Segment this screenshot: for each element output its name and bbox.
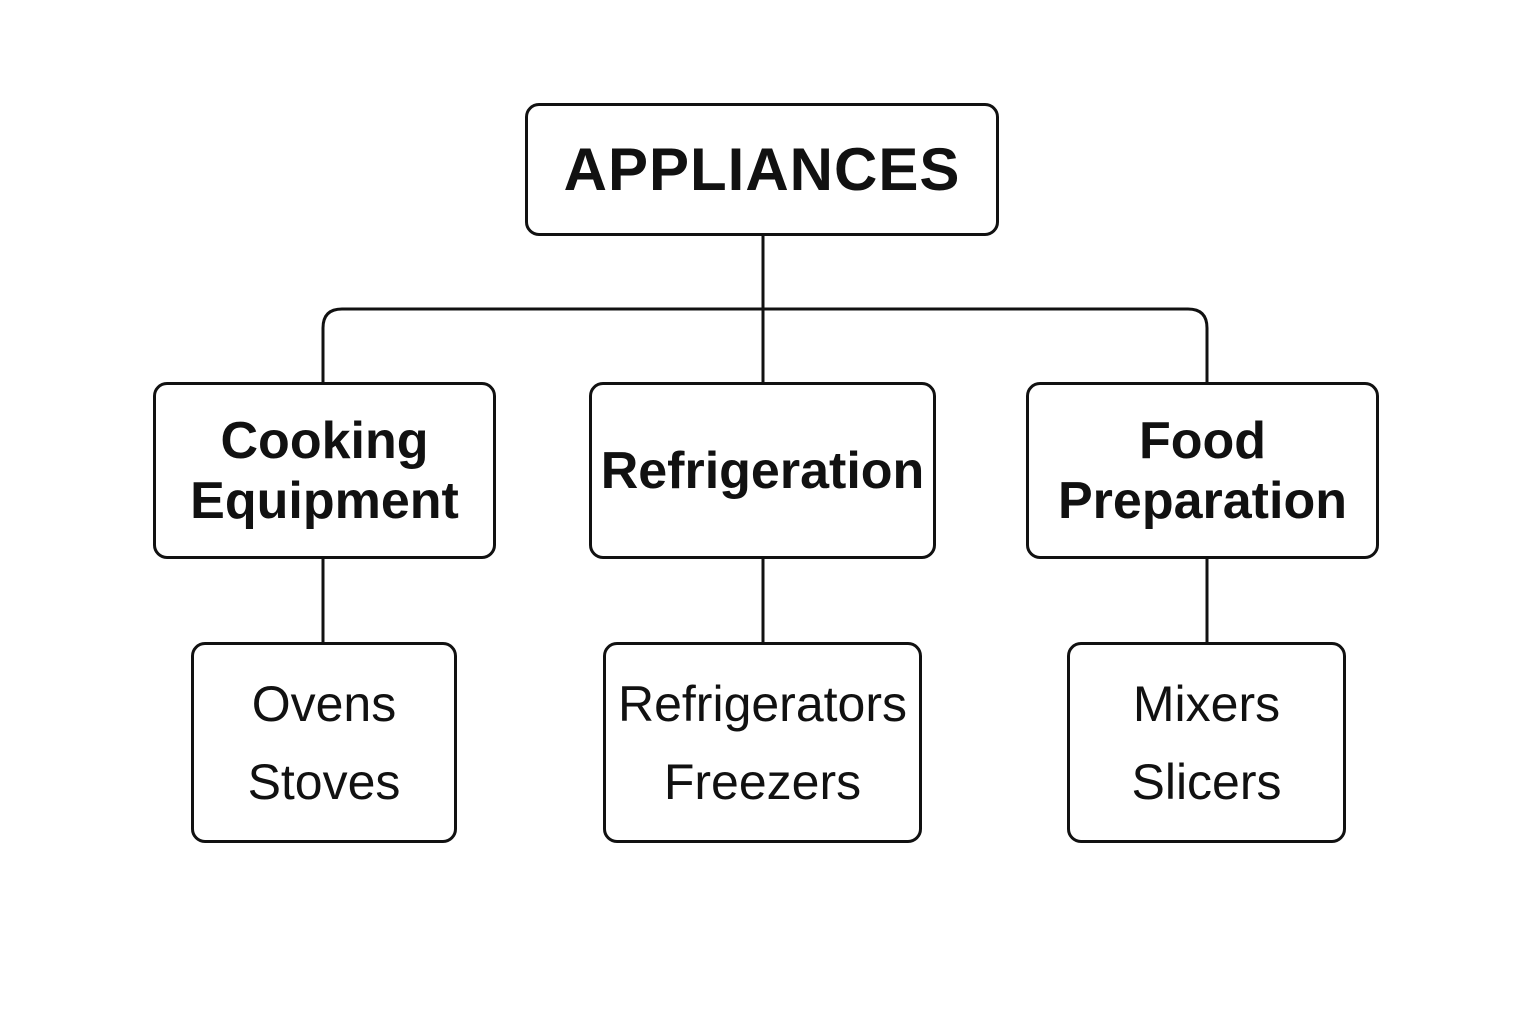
items-node-cooking-equipment: Ovens Stoves — [191, 642, 457, 843]
category-title-line: Food — [1138, 411, 1267, 470]
category-title-line: Refrigeration — [600, 441, 925, 500]
item-label: Freezers — [663, 753, 862, 810]
item-label: Slicers — [1131, 753, 1282, 810]
item-label: Stoves — [247, 753, 401, 810]
connector-horizontal-bar — [321, 307, 1209, 384]
category-node-refrigeration: Refrigeration — [589, 382, 936, 559]
item-label: Mixers — [1132, 675, 1281, 732]
category-node-cooking-equipment: Cooking Equipment — [153, 382, 496, 559]
category-title-line: Equipment — [190, 471, 459, 530]
category-title-line: Cooking — [220, 411, 429, 470]
items-node-refrigeration: Refrigerators Freezers — [603, 642, 922, 843]
root-label: APPLIANCES — [563, 136, 961, 203]
root-node-appliances: APPLIANCES — [525, 103, 999, 236]
category-title-line: Preparation — [1058, 471, 1347, 530]
item-label: Ovens — [251, 675, 397, 732]
items-node-food-preparation: Mixers Slicers — [1067, 642, 1346, 843]
category-node-food-preparation: Food Preparation — [1026, 382, 1379, 559]
item-label: Refrigerators — [618, 675, 907, 732]
